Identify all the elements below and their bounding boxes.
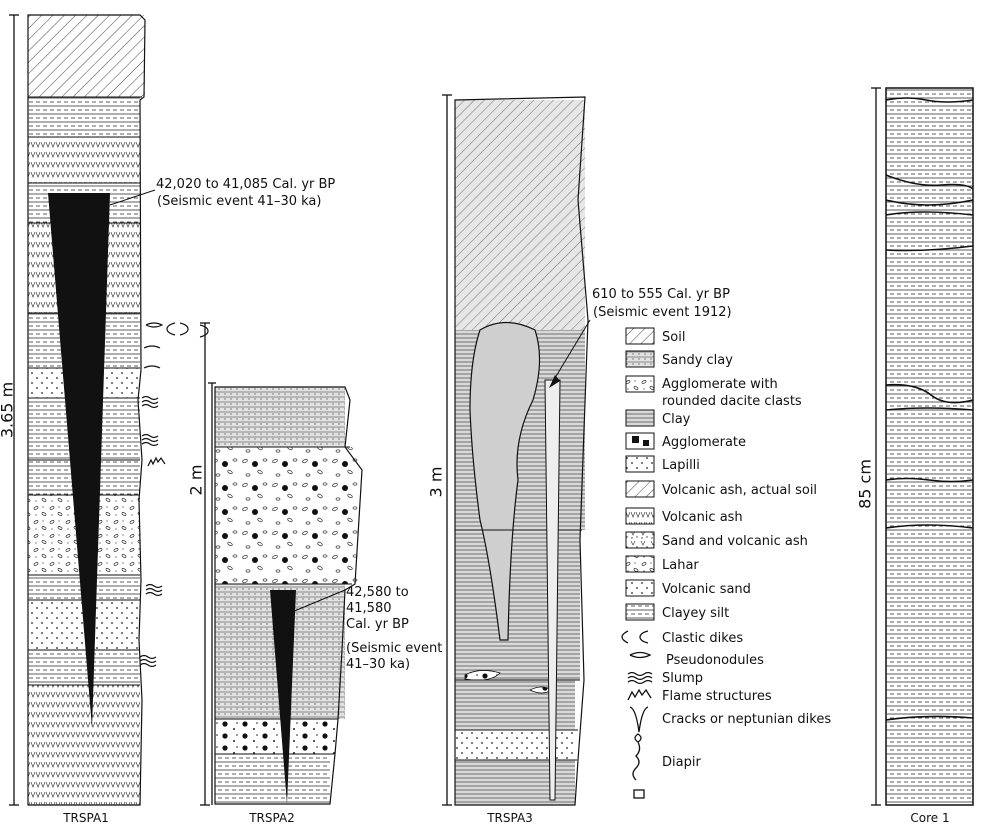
column-trspa2 xyxy=(199,322,363,806)
legend-cracks: Cracks or neptunian dikes xyxy=(662,712,831,727)
legend-agglomerate-rounded-1: Agglomerate with xyxy=(662,377,778,392)
legend xyxy=(621,327,655,799)
annotation-trspa3-line1: 610 to 555 Cal. yr BP xyxy=(592,287,730,302)
legend-clay: Clay xyxy=(662,412,691,427)
legend-volcanic-ash-soil: Volcanic ash, actual soil xyxy=(662,483,817,498)
legend-clastic-dikes: Clastic dikes xyxy=(662,631,743,646)
legend-sandy-clay: Sandy clay xyxy=(662,353,733,368)
annotation-trspa1-line2: (Seismic event 41–30 ka) xyxy=(157,194,321,209)
legend-agglomerate: Agglomerate xyxy=(662,435,746,450)
column-trspa3 xyxy=(442,94,591,806)
scale-core1: 85 cm xyxy=(856,459,875,509)
crack-trspa2 xyxy=(270,590,296,804)
label-trspa1: TRSPA1 xyxy=(62,811,109,825)
legend-soil: Soil xyxy=(662,330,685,345)
annotation-trspa2-line2: 41,580 xyxy=(346,601,392,616)
legend-diapir: Diapir xyxy=(662,755,701,770)
annotation-trspa2-line1: 42,580 to xyxy=(346,585,409,600)
scale-trspa2: 2 m xyxy=(187,465,206,496)
legend-flame-structures: Flame structures xyxy=(662,689,772,704)
scale-trspa1: 3.65 m xyxy=(0,382,17,438)
legend-volcanic-ash: Volcanic ash xyxy=(662,510,743,525)
label-core1: Core 1 xyxy=(910,811,949,825)
annotation-trspa3-line2: (Seismic event 1912) xyxy=(593,305,732,320)
legend-lahar: Lahar xyxy=(662,558,699,573)
annotation-trspa2-line3: Cal. yr BP xyxy=(346,617,409,632)
scale-trspa3: 3 m xyxy=(427,467,446,498)
column-core1 xyxy=(871,87,974,806)
annotation-trspa1-line1: 42,020 to 41,085 Cal. yr BP xyxy=(156,177,335,192)
annotation-trspa2-line5: 41–30 ka) xyxy=(346,657,410,672)
label-trspa3: TRSPA3 xyxy=(486,811,533,825)
legend-lapilli: Lapilli xyxy=(662,458,700,473)
label-trspa2: TRSPA2 xyxy=(248,811,295,825)
legend-clayey-silt: Clayey silt xyxy=(662,606,729,621)
column-trspa1 xyxy=(9,14,189,806)
crack-trspa1 xyxy=(48,193,110,728)
diapir-trspa3 xyxy=(469,321,541,641)
legend-slump: Slump xyxy=(662,671,703,686)
legend-volcanic-sand: Volcanic sand xyxy=(662,582,751,597)
legend-sand-volcanic-ash: Sand and volcanic ash xyxy=(662,534,808,549)
legend-agglomerate-rounded-2: rounded dacite clasts xyxy=(662,394,802,409)
legend-pseudonodules: Pseudonodules xyxy=(666,653,764,668)
annotation-trspa2-line4: (Seismic event xyxy=(346,641,442,656)
